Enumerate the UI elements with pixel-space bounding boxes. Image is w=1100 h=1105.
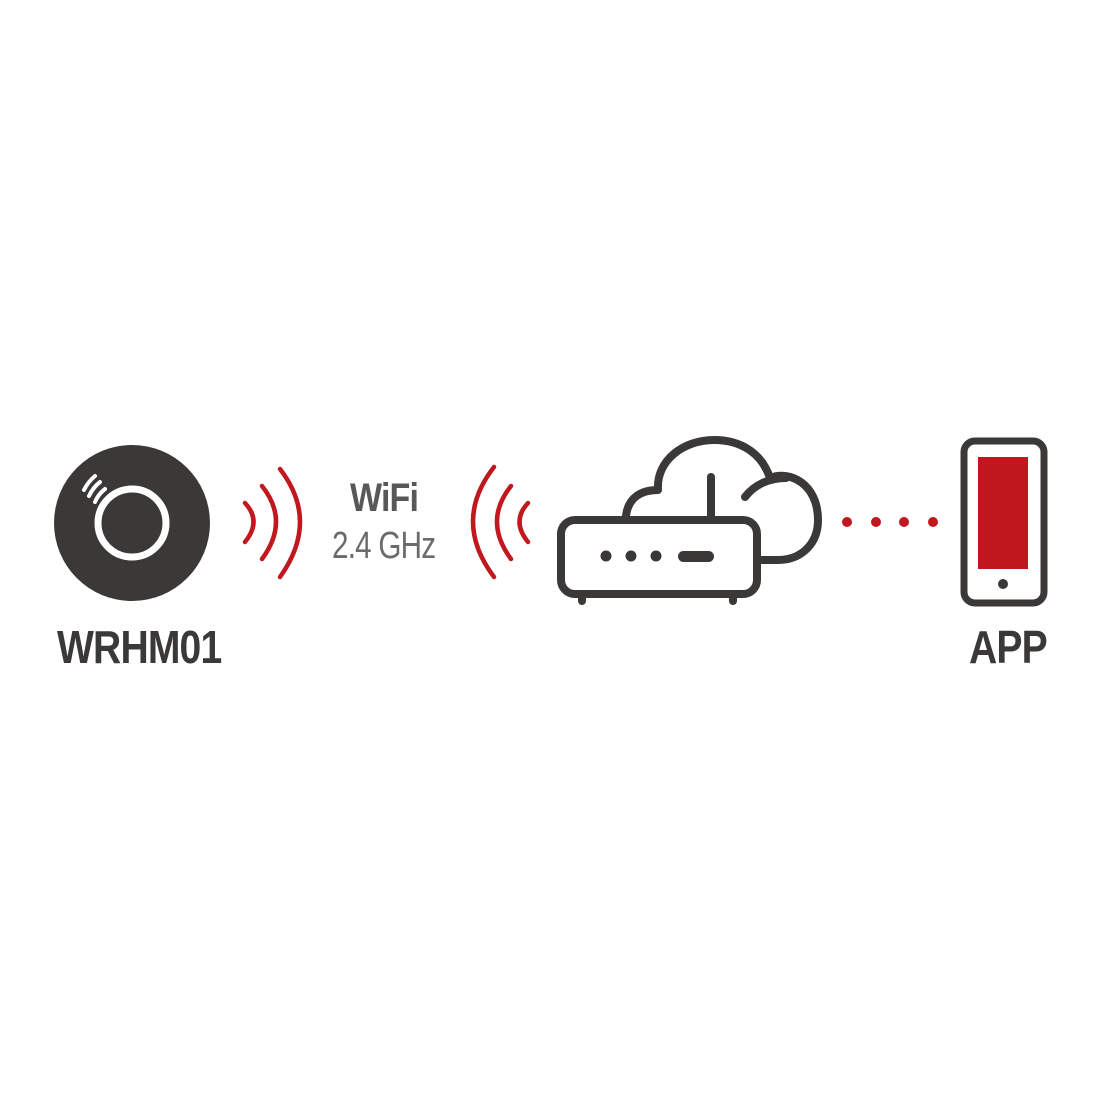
wifi-name: WiFi <box>350 476 419 520</box>
app-label: APP <box>969 621 1048 673</box>
dotted-connection-line <box>842 517 938 527</box>
cloud-router-icon <box>557 436 822 605</box>
smoke-detector-icon <box>54 445 210 601</box>
router-lights <box>600 550 714 562</box>
frequency-label: 2.4 GHz <box>332 525 436 567</box>
smartphone-icon <box>960 437 1048 607</box>
device-label: WRHM01 <box>57 621 222 673</box>
wifi-waves-right-icon <box>242 466 303 580</box>
wifi-waves-left-icon <box>470 464 531 580</box>
